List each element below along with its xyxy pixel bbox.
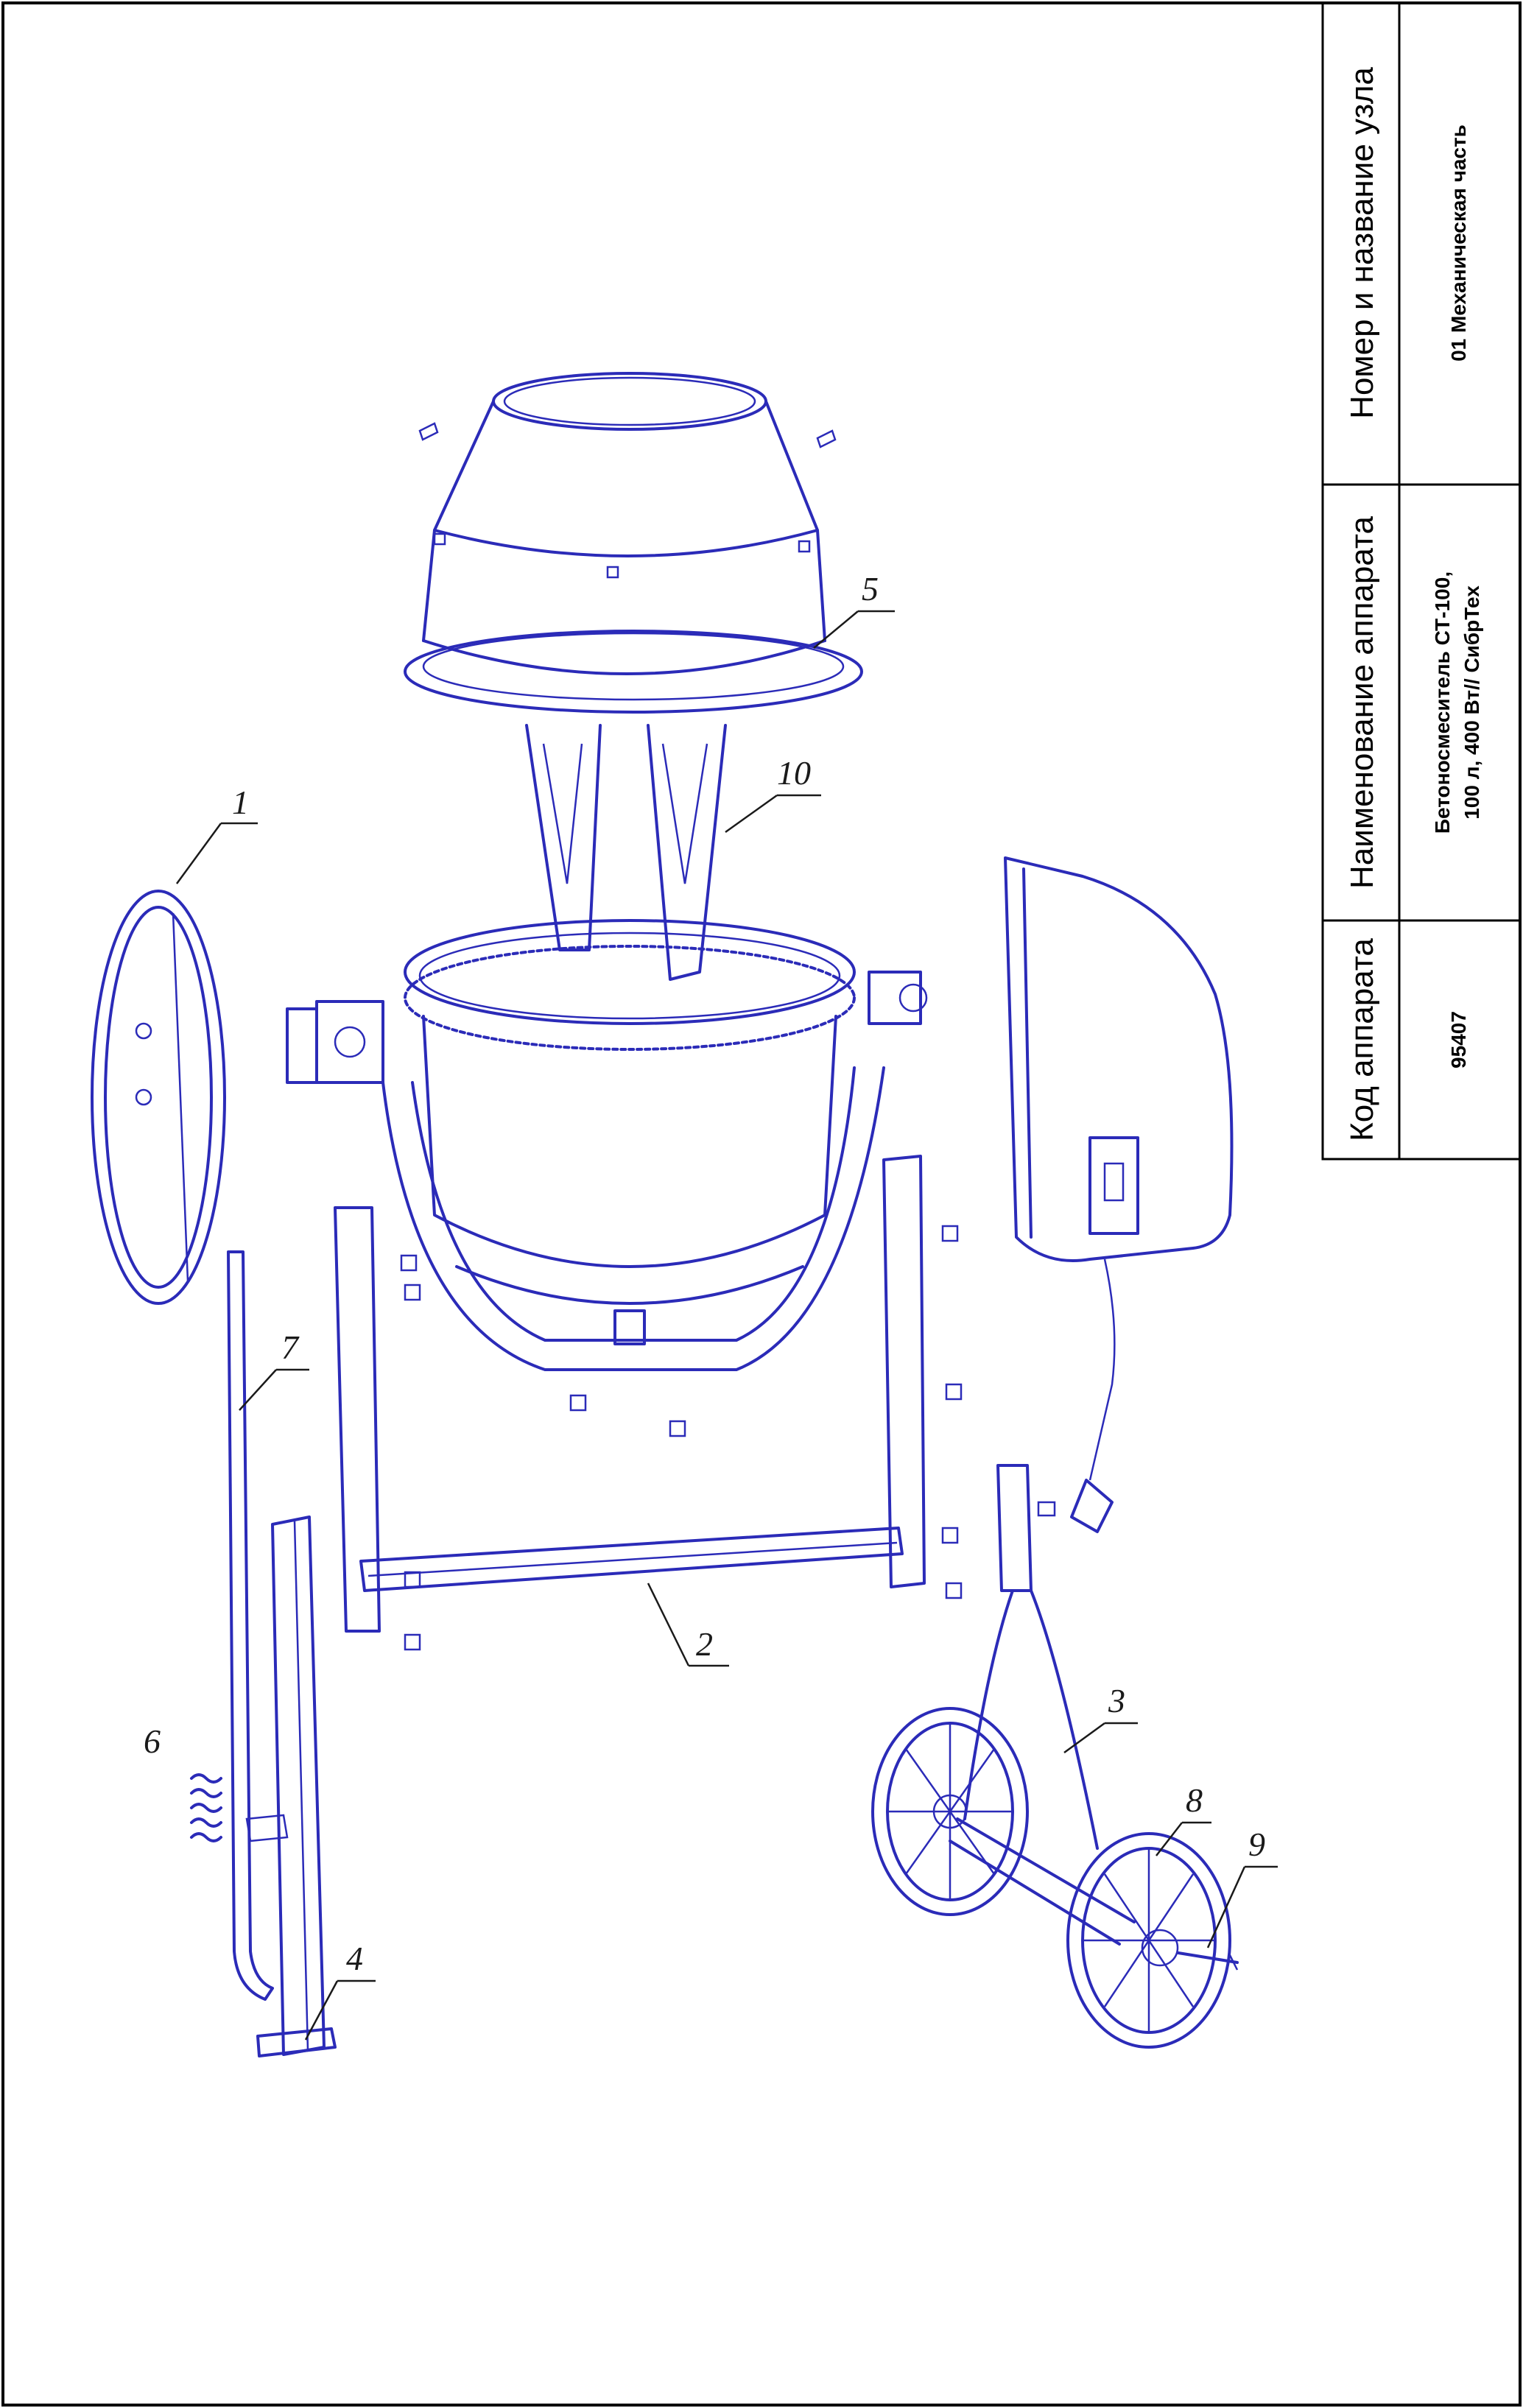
- code-header: Код аппарата: [1344, 938, 1380, 1141]
- name-value-line2: 100 л, 400 Вт// СибрТех: [1460, 585, 1483, 820]
- title-block: Номер и название узла 01 Механическая ча…: [1321, 1, 1522, 1161]
- node-header: Номер и название узла: [1344, 67, 1380, 419]
- callout-2: 2: [696, 1625, 713, 1663]
- part-5-drum-cone: [404, 372, 863, 714]
- callout-9: 9: [1248, 1826, 1265, 1863]
- callout-5: 5: [862, 570, 879, 608]
- part-8-wheel-right: [1066, 1832, 1231, 2049]
- part-3-wheel-axle-frame: [949, 1464, 1136, 1946]
- part-9-axle-pin: [1177, 1951, 1239, 1971]
- callout-8: 8: [1186, 1781, 1203, 1819]
- callouts: 1 2 3 4 5 6 7 8 9 10: [144, 570, 1278, 2041]
- callout-1: 1: [232, 784, 249, 821]
- callout-3: 3: [1108, 1682, 1125, 1719]
- motor-housing: [1004, 856, 1234, 1533]
- callout-4: 4: [346, 1940, 363, 1977]
- node-value: 01 Механическая часть: [1447, 124, 1470, 362]
- wheel-left: [871, 1707, 1029, 1916]
- name-header: Наименование аппарата: [1344, 516, 1380, 889]
- callout-6: 6: [144, 1722, 161, 1760]
- loose-fasteners: [400, 1225, 1056, 1651]
- part-7-tilt-lever: [227, 1250, 274, 2001]
- part-6-spring: [190, 1773, 222, 1842]
- part-1-handwheel: [91, 890, 226, 1305]
- drum-lower-body: [286, 919, 928, 1371]
- part-4-left-leg: [245, 1515, 337, 2057]
- part-2-main-frame: [334, 1155, 926, 1633]
- callout-7: 7: [281, 1328, 300, 1366]
- part-10-mixing-blades: [525, 724, 727, 981]
- name-value-line1: Бетоносмеситель СТ-100,: [1431, 571, 1454, 834]
- callout-10: 10: [777, 754, 811, 792]
- code-value: 95407: [1447, 1011, 1470, 1069]
